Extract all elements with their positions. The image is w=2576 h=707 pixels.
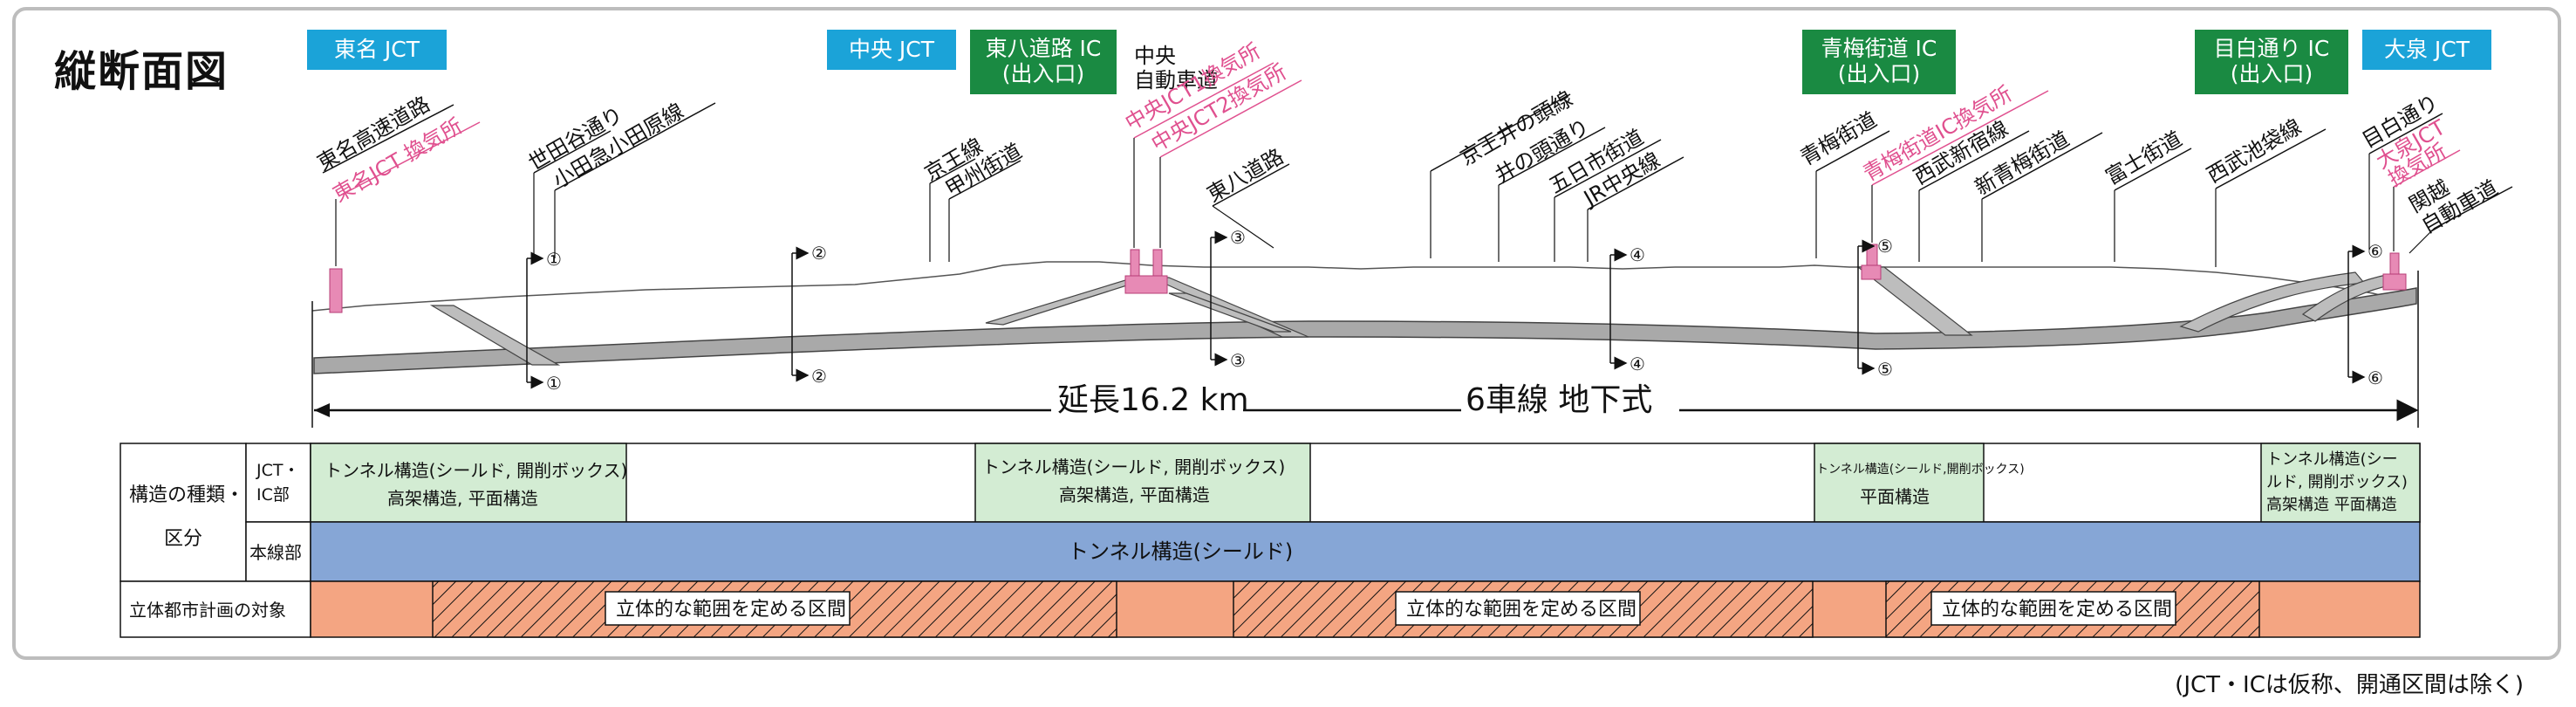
svg-text:⑥: ⑥	[2368, 367, 2383, 388]
vent-chuo-jct-2	[1152, 249, 1163, 277]
structure-table: 構造の種類・ 区分 JCT・ IC部 本線部 トンネル構造(シールド, 開削ボッ…	[120, 443, 2421, 638]
label-odakyu-line: 小田急小田原線	[549, 99, 716, 258]
svg-text:区分: 区分	[164, 528, 202, 550]
chip-tomei-jct: 東名 JCT	[307, 30, 447, 70]
svg-text:立体的な範囲を定める区間: 立体的な範囲を定める区間	[1406, 599, 1636, 621]
svg-text:構造の種類・: 構造の種類・	[129, 484, 244, 506]
section-marker-5: ⑤ ⑤	[1857, 236, 1893, 380]
svg-text:IC部: IC部	[256, 485, 290, 505]
svg-text:③: ③	[1230, 227, 1246, 248]
ground-surface	[311, 261, 2417, 312]
svg-text:JCT・: JCT・	[256, 461, 299, 480]
svg-text:トンネル構造(シールド): トンネル構造(シールド)	[1068, 539, 1293, 564]
vent-ome-ic	[1866, 244, 1878, 266]
chip-oizumi-jct: 大泉 JCT	[2362, 30, 2491, 70]
lanes-text-bg	[1461, 382, 1679, 421]
jct-cell-2	[974, 443, 1311, 523]
svg-text:③: ③	[1230, 350, 1246, 371]
jct-cell-4	[2260, 443, 2421, 523]
vent-ome-ic-base	[1861, 264, 1882, 280]
ramp-chuo-3	[1168, 292, 1292, 333]
svg-text:⑥: ⑥	[2368, 241, 2383, 262]
length-arrow-left-head	[314, 403, 330, 417]
svg-text:高架構造, 平面構造: 高架構造, 平面構造	[1059, 484, 1210, 505]
svg-text:トンネル構造(シールド,開削ボックス): トンネル構造(シールド,開削ボックス)	[1816, 463, 2025, 477]
diagram-title: 縦断面図	[54, 47, 229, 96]
svg-text:①: ①	[546, 249, 562, 270]
svg-text:立体都市計画の対象: 立体都市計画の対象	[129, 600, 286, 621]
chip-higashi-hachidoro-ic: 東八道路 IC (出入口)	[970, 30, 1117, 94]
section-marker-6: ⑥ ⑥	[2347, 241, 2383, 388]
jct-cell-1	[310, 443, 627, 523]
label-chuo: 中央	[1134, 44, 1176, 68]
main-line-cell	[310, 521, 2421, 582]
section-marker-1: ① ①	[526, 249, 562, 394]
chip-ome-kaido-ic: 青梅街道 IC (出入口)	[1802, 30, 1956, 94]
svg-text:本線部: 本線部	[249, 542, 302, 563]
svg-text:立体的な範囲を定める区間: 立体的な範囲を定める区間	[616, 599, 846, 621]
label-higashi-hachi-doro: 東八道路	[1203, 144, 1290, 249]
svg-text:中央: 中央	[1134, 44, 1176, 68]
lanes-text: 6車線 地下式	[1466, 382, 1652, 418]
vent-tomei-jct	[329, 268, 343, 313]
section-marker-2: ② ②	[791, 243, 827, 387]
main-tunnel	[313, 287, 2417, 374]
svg-text:②: ②	[811, 366, 827, 387]
section-marker-3: ③ ③	[1210, 227, 1246, 371]
svg-text:⑤: ⑤	[1877, 359, 1893, 380]
svg-text:トンネル構造(シールド, 開削ボックス): トンネル構造(シールド, 開削ボックス)	[325, 460, 627, 481]
footnote: (JCT・ICは仮称、開通区間は除く)	[2175, 672, 2524, 698]
svg-text:④: ④	[1630, 354, 1645, 374]
vent-oizumi-jct	[2389, 252, 2400, 275]
label-seibu-ikebukuro: 西武池袋線	[2203, 114, 2327, 267]
label-kanetsu-expressway: 関越 自動車道	[2405, 175, 2513, 254]
vent-oizumi-jct-base	[2382, 273, 2407, 291]
jct-cell-3	[1814, 443, 1985, 523]
length-text-bg	[1051, 382, 1243, 421]
svg-text:トンネル構造(シールド, 開削ボックス): トンネル構造(シールド, 開削ボックス)	[982, 456, 1285, 477]
svg-text:④: ④	[1630, 244, 1645, 265]
section-marker-4: ④ ④	[1609, 244, 1645, 374]
svg-text:自動車道: 自動車道	[1134, 68, 1218, 93]
vent-chuo-jct-1	[1130, 249, 1140, 277]
svg-text:⑤: ⑤	[1877, 236, 1893, 257]
svg-text:立体的な範囲を定める区間: 立体的な範囲を定める区間	[1942, 599, 2172, 621]
length-text: 延長16.2 km	[1057, 382, 1249, 418]
svg-text:高架構造 平面構造: 高架構造 平面構造	[2266, 496, 2397, 514]
svg-text:トンネル構造(シー: トンネル構造(シー	[2266, 450, 2398, 469]
plan-band-2	[1233, 580, 1814, 638]
chip-mejiro-dori-ic: 目白通り IC (出入口)	[2195, 30, 2348, 94]
label-fuji-kaido: 富士街道	[2101, 127, 2192, 262]
chip-chuo-jct: 中央 JCT	[827, 30, 956, 70]
svg-text:②: ②	[811, 243, 827, 264]
svg-text:西武池袋線: 西武池袋線	[2203, 114, 2306, 188]
svg-text:東八道路: 東八道路	[1203, 144, 1288, 207]
svg-text:高架構造, 平面構造: 高架構造, 平面構造	[387, 488, 538, 509]
svg-text:①: ①	[546, 373, 562, 394]
svg-text:平面構造: 平面構造	[1860, 486, 1930, 507]
label-chuo-expressway: 自動車道	[1134, 68, 1218, 93]
vent-chuo-jct-base	[1124, 275, 1168, 294]
svg-text:ルド, 開削ボックス): ルド, 開削ボックス)	[2266, 473, 2408, 491]
